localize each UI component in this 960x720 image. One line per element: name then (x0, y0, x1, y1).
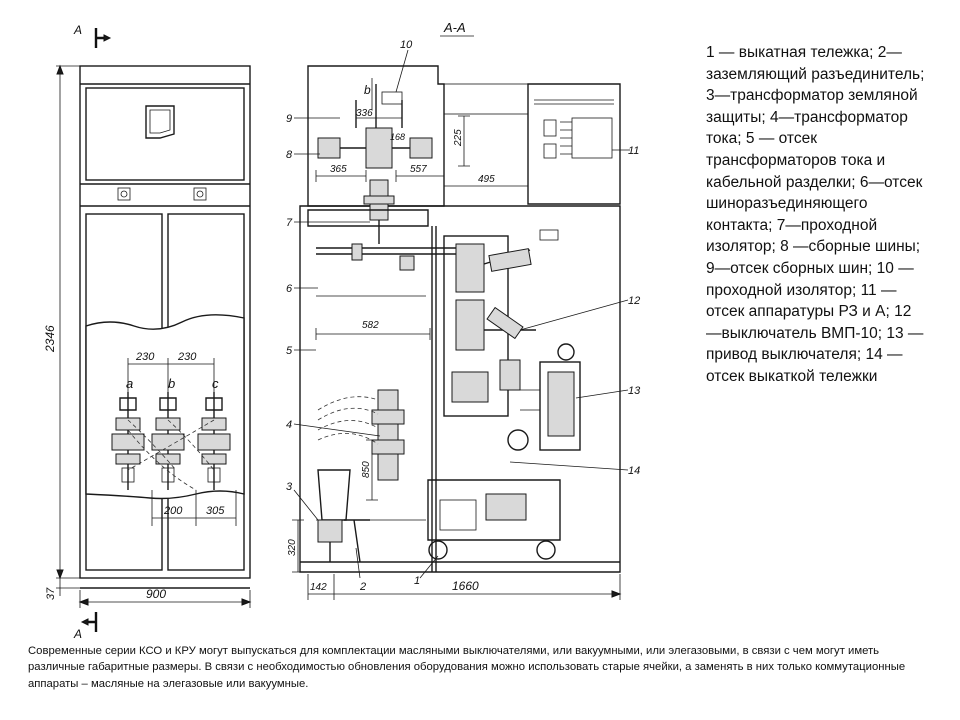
caption-text: Современные серии КСО и КРУ могут выпуск… (28, 645, 906, 690)
breaker-vmp10 (443, 229, 575, 417)
dim-225: 225 (453, 129, 464, 147)
section-view: А-А (286, 20, 641, 600)
dim-495: 495 (478, 174, 495, 185)
dim-850: 850 (361, 461, 372, 478)
callout-14: 14 (628, 465, 640, 477)
section-mark-top: A (73, 23, 82, 37)
dim-582: 582 (362, 320, 379, 331)
callout-11: 11 (628, 145, 639, 157)
callout-13: 13 (628, 385, 641, 397)
section-mark-bottom: A (73, 627, 82, 640)
dim-plinth: 37 (45, 587, 57, 600)
callout-4: 4 (286, 419, 292, 431)
phase-c (197, 392, 231, 490)
callout-3: 3 (286, 481, 293, 493)
front-view: A A (43, 23, 252, 640)
phase-b (151, 392, 185, 490)
dim-b: b (364, 83, 371, 97)
phase-label-c: c (212, 376, 219, 391)
callout-6: 6 (286, 283, 293, 295)
phase-label-a: a (126, 376, 133, 391)
callout-7: 7 (286, 217, 293, 229)
callout-8: 8 (286, 149, 293, 161)
dim-phase-spacing-1: 230 (135, 351, 155, 363)
switchgear-drawing: A A (43, 20, 641, 640)
dim-bottom-2: 305 (206, 505, 225, 517)
dim-phase-spacing-2: 230 (177, 351, 197, 363)
callout-10: 10 (400, 39, 413, 51)
component-legend: 1 — выкатная тележка; 2—заземляющий разъ… (706, 44, 925, 385)
dim-168: 168 (390, 132, 405, 142)
dim-height: 2346 (43, 325, 57, 353)
phase-label-b: b (168, 376, 175, 391)
dim-557: 557 (410, 164, 427, 175)
callout-5: 5 (286, 345, 293, 357)
breaker-drive (507, 361, 581, 451)
callout-9: 9 (286, 113, 292, 125)
dim-depth: 1660 (452, 579, 479, 593)
dim-bottom-1: 200 (163, 505, 183, 517)
callout-2: 2 (359, 581, 366, 593)
dim-width: 900 (146, 587, 166, 601)
phase-a (111, 392, 145, 490)
callout-12: 12 (628, 295, 640, 307)
dim-142: 142 (310, 582, 327, 593)
dim-365: 365 (330, 164, 347, 175)
section-title: А-А (443, 20, 466, 35)
dim-320: 320 (287, 539, 298, 556)
dim-336: 336 (356, 108, 373, 119)
callout-1: 1 (414, 575, 420, 587)
